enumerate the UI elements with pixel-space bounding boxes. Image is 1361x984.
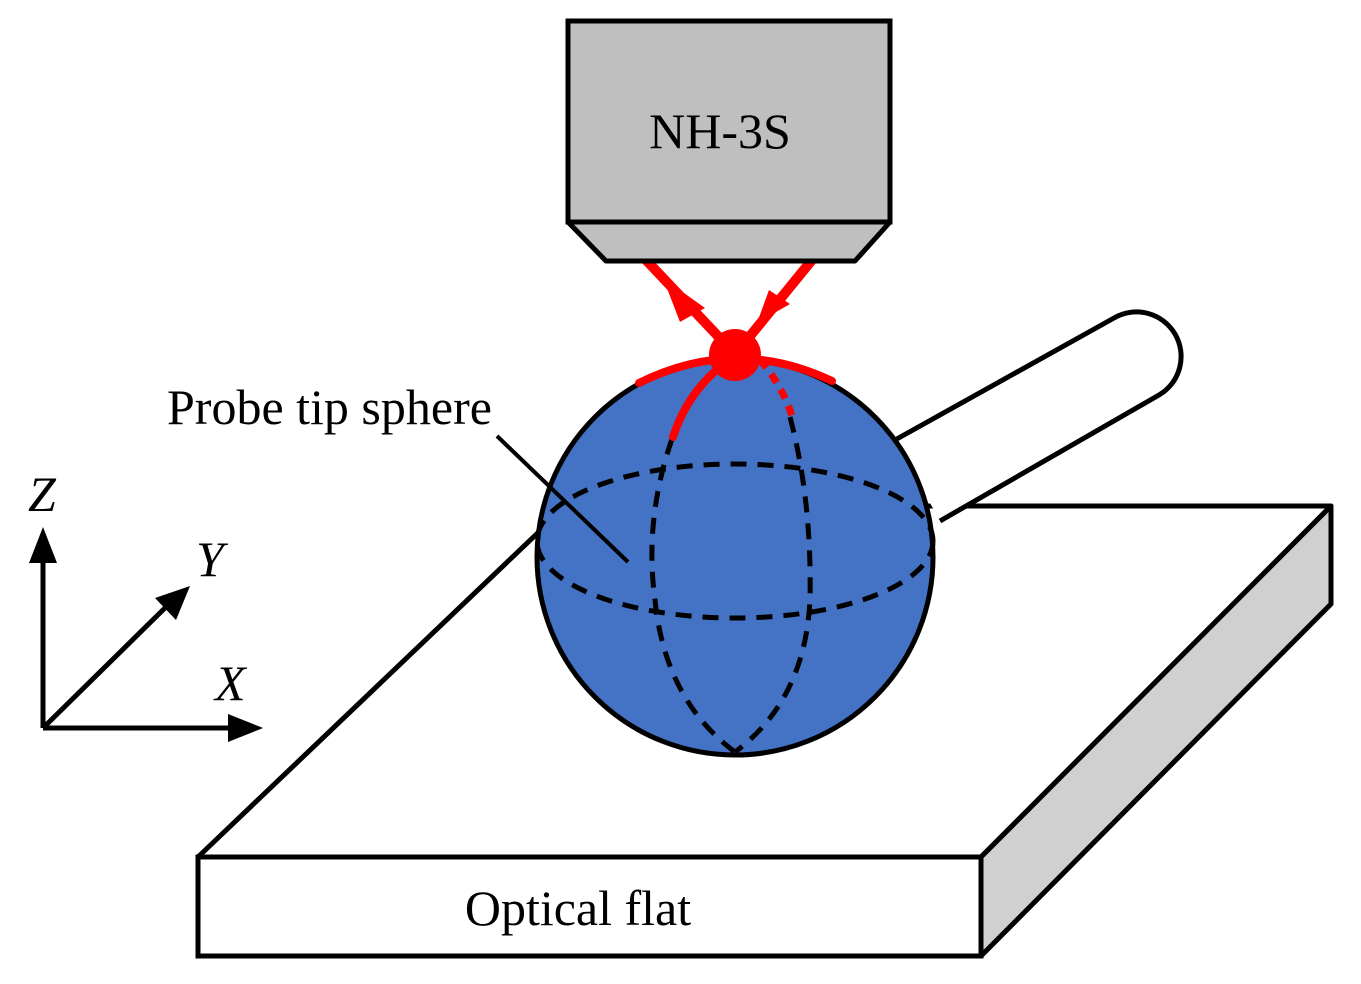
- sphere-label: Probe tip sphere: [167, 379, 492, 435]
- sensor-nh-3s: NH-3S: [565, 18, 893, 264]
- sphere-equator: [534, 461, 936, 621]
- x-axis-label: X: [213, 655, 248, 711]
- sphere-body: [534, 356, 936, 758]
- sensor-nose: [565, 219, 893, 264]
- laser-beams: [642, 256, 816, 381]
- sphere-meridian-right: [733, 416, 813, 755]
- probe-stylus-shaft: [893, 309, 1184, 524]
- probe-tip-sphere: [534, 356, 936, 758]
- laser-focus-spot: [709, 329, 761, 381]
- coordinate-axes: Z Y X: [28, 466, 263, 742]
- optical-flat-label: Optical flat: [465, 880, 691, 936]
- sphere-label-leader: [495, 434, 630, 564]
- laser-arrow-incoming: [757, 290, 790, 323]
- z-axis-label: Z: [28, 466, 57, 522]
- y-axis: [41, 601, 172, 730]
- y-axis-label: Y: [196, 531, 229, 587]
- sensor-label: NH-3S: [649, 103, 791, 159]
- y-axis-arrowhead: [155, 586, 190, 620]
- optical-flat-front: [195, 854, 984, 959]
- sphere-meridian-left: [649, 438, 737, 755]
- scan-path-meridian-right: [757, 357, 796, 418]
- x-axis-arrowhead: [228, 714, 263, 742]
- z-axis-arrowhead: [29, 527, 57, 563]
- sensor-body: [565, 18, 893, 225]
- laser-arrow-outgoing-head: [666, 275, 702, 314]
